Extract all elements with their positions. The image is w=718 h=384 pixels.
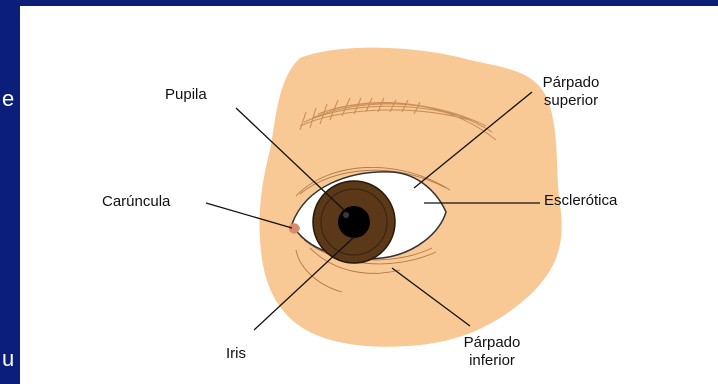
label-parpado-superior-line1: Párpado — [536, 74, 606, 92]
label-parpado-inferior: Párpado inferior — [456, 334, 528, 370]
label-iris: Iris — [226, 345, 246, 363]
pupil-highlight — [343, 212, 349, 218]
pupil — [338, 206, 370, 238]
label-caruncula: Carúncula — [102, 193, 170, 211]
label-parpado-superior: Párpado superior — [536, 74, 606, 110]
label-esclerotica: Esclerótica — [544, 192, 617, 210]
label-pupila: Pupila — [165, 86, 207, 104]
label-parpado-inferior-line2: inferior — [456, 352, 528, 370]
label-parpado-superior-line2: superior — [536, 92, 606, 110]
label-parpado-inferior-line1: Párpado — [456, 334, 528, 352]
